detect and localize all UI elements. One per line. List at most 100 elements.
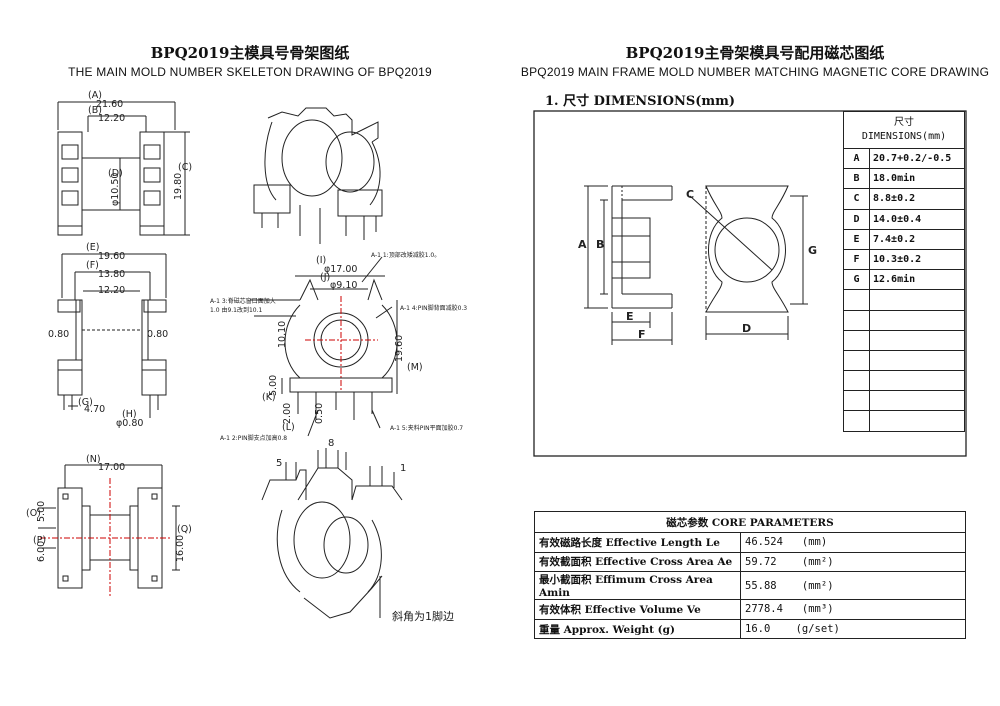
dim-key bbox=[843, 370, 870, 392]
dim-e-value: 19.60 bbox=[98, 251, 125, 262]
param-unit: (mm²) bbox=[801, 555, 834, 568]
table-row bbox=[843, 349, 965, 372]
label-j: (J) bbox=[320, 272, 330, 283]
param-value-cell: 55.88 (mm²) bbox=[740, 571, 966, 601]
param-label: 有效截面积 Effective Cross Area Ae bbox=[534, 551, 741, 573]
dim-p-value: 6.00 bbox=[36, 541, 47, 562]
label-d: (D) bbox=[108, 168, 123, 179]
dim-right-080: 0.80 bbox=[147, 329, 168, 340]
param-value: 2778.4 bbox=[745, 603, 783, 616]
param-label: 最小截面积 Effimum Cross Area Amin bbox=[534, 571, 741, 601]
dim-key bbox=[843, 410, 870, 432]
dim-value bbox=[869, 410, 965, 432]
param-unit: (mm) bbox=[801, 536, 828, 549]
skeleton-isometric-bottom bbox=[261, 448, 403, 619]
param-label: 有效磁路长度 Effective Length Le bbox=[534, 532, 741, 553]
dim-d-value: φ10.50 bbox=[110, 173, 121, 206]
dim-500-value: 5.00 bbox=[268, 375, 279, 396]
dim-left-080: 0.80 bbox=[48, 329, 69, 340]
dim-value bbox=[869, 289, 965, 311]
dim-200-value: 2.00 bbox=[282, 403, 293, 424]
label-g: (G) bbox=[78, 397, 93, 408]
dim-g-value: 4.70 bbox=[84, 404, 105, 415]
label-i: (I) bbox=[316, 255, 326, 266]
table-row: 有效体积 Effective Volume Ve 2778.4 (mm³) bbox=[534, 599, 966, 620]
core-side-view bbox=[584, 185, 673, 345]
core-label-e: E bbox=[626, 310, 634, 323]
dim-value: 12.6min bbox=[869, 269, 965, 291]
right-drawing-title: BPQ2019主骨架模具号配用磁芯图纸 BPQ2019 MAIN FRAME M… bbox=[515, 42, 995, 79]
dim-key: F bbox=[843, 248, 870, 271]
dim-value bbox=[869, 329, 965, 351]
table-row bbox=[843, 390, 965, 412]
dim-value: 10.3±0.2 bbox=[869, 248, 965, 271]
pin-number-5: 5 bbox=[276, 458, 282, 469]
dim-j-value: φ9.10 bbox=[330, 280, 357, 291]
left-title-cn: BPQ2019主模具号骨架图纸 bbox=[150, 44, 350, 62]
pin-number-1: 1 bbox=[400, 463, 406, 474]
dimensions-section-heading: 1. 尺寸 DIMENSIONS(mm) bbox=[545, 94, 736, 109]
right-title-cn: BPQ2019主骨架模具号配用磁芯图纸 bbox=[625, 44, 885, 62]
dim-key: D bbox=[843, 208, 870, 230]
dimensions-header-cn: 尺寸 bbox=[894, 117, 914, 128]
table-row: 重量 Approx. Weight (g) 16.0 (g/set) bbox=[534, 618, 966, 640]
core-label-c: C bbox=[686, 188, 694, 201]
skeleton-bottom-view bbox=[38, 464, 180, 596]
param-value-cell: 2778.4 (mm³) bbox=[740, 599, 966, 620]
dim-h-value: φ0.80 bbox=[116, 418, 143, 429]
param-unit: (g/set) bbox=[795, 623, 840, 636]
dim-o-value: 5.00 bbox=[36, 501, 47, 522]
dim-value: 14.0±0.4 bbox=[869, 208, 965, 230]
dim-value: 8.8±0.2 bbox=[869, 188, 965, 210]
dim-value: 18.0min bbox=[869, 168, 965, 190]
param-label: 有效体积 Effective Volume Ve bbox=[534, 599, 741, 620]
dim-key bbox=[843, 349, 870, 372]
skeleton-front-view bbox=[57, 101, 190, 236]
dim-value: 20.7+0.2/-0.5 bbox=[869, 147, 965, 170]
skeleton-drawing: (A) 21.60 (B) 12.20 (C) 19.80 (D) φ10.50… bbox=[26, 90, 467, 623]
param-unit: (mm³) bbox=[801, 603, 834, 616]
dimensions-table-header: 尺寸 DIMENSIONS(mm) bbox=[843, 111, 965, 149]
table-row: 最小截面积 Effimum Cross Area Amin 55.88 (mm²… bbox=[534, 571, 966, 601]
label-c: (C) bbox=[178, 162, 192, 173]
skeleton-side-view bbox=[57, 253, 167, 418]
dim-f2-value: 12.20 bbox=[98, 285, 125, 296]
table-row bbox=[843, 370, 965, 392]
dim-key: E bbox=[843, 228, 870, 250]
param-value: 55.88 bbox=[745, 579, 777, 592]
dim-i-value: φ17.00 bbox=[324, 264, 357, 275]
dim-key bbox=[843, 329, 870, 351]
dim-value bbox=[869, 349, 965, 372]
label-b: (B) bbox=[88, 105, 102, 116]
dim-key: G bbox=[843, 269, 870, 291]
note-a3-core-window: A-1 3:脊磁芯窗口面加大 bbox=[210, 297, 276, 305]
core-label-b: B bbox=[596, 238, 604, 251]
label-n: (N) bbox=[86, 454, 101, 465]
label-k: (K) bbox=[262, 392, 276, 403]
note-bevel-pin1: 斜角为1脚边 bbox=[392, 609, 454, 623]
table-row: 有效截面积 Effective Cross Area Ae 59.72 (mm²… bbox=[534, 551, 966, 573]
param-value-cell: 59.72 (mm²) bbox=[740, 551, 966, 573]
label-f: (F) bbox=[86, 260, 99, 271]
table-row bbox=[843, 410, 965, 432]
note-a1-top-reduce: A-1 1:顶部改矮减胶1.0。 bbox=[371, 251, 440, 259]
skeleton-front-detail-view bbox=[250, 256, 398, 437]
core-label-d: D bbox=[742, 322, 751, 335]
dim-1010-value: 10.10 bbox=[277, 321, 288, 348]
note-a3-core-window-detail: 1.0 由9.1改到10.1 bbox=[210, 306, 263, 314]
dim-f-value: 13.80 bbox=[98, 269, 125, 280]
label-o: (O) bbox=[26, 508, 41, 519]
dim-key bbox=[843, 289, 870, 311]
param-value-cell: 46.524 (mm) bbox=[740, 532, 966, 553]
param-label: 重量 Approx. Weight (g) bbox=[534, 618, 741, 640]
core-parameters-table: 磁芯参数 CORE PARAMETERS 有效磁路长度 Effective Le… bbox=[534, 511, 966, 640]
right-title-en: BPQ2019 MAIN FRAME MOLD NUMBER MATCHING … bbox=[520, 65, 990, 79]
dim-050-value: 0.50 bbox=[314, 403, 325, 424]
param-value: 16.0 bbox=[745, 623, 771, 636]
param-value: 46.524 bbox=[745, 536, 783, 549]
